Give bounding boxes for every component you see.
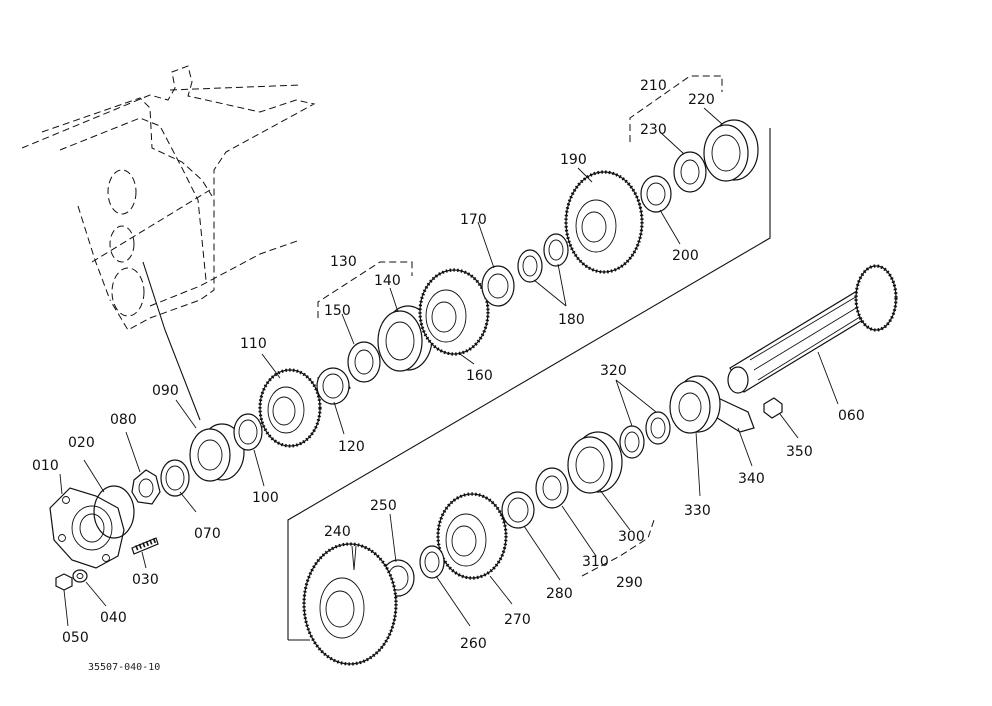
label-260: 260 — [460, 636, 487, 652]
label-290: 290 — [616, 575, 643, 591]
label-240: 240 — [324, 524, 351, 540]
label-300: 300 — [618, 529, 645, 545]
label-180: 180 — [558, 312, 585, 328]
label-230: 230 — [640, 122, 667, 138]
part-090-bearing — [189, 423, 245, 482]
label-080: 080 — [110, 412, 137, 428]
group-290-bracket — [581, 519, 655, 577]
label-020: 020 — [68, 435, 95, 451]
part-280-needle-bearing — [501, 491, 535, 529]
label-100: 100 — [252, 490, 279, 506]
part-140-ring — [377, 305, 433, 372]
part-100-collar — [233, 413, 263, 451]
group-130-bracket — [317, 261, 413, 318]
part-030-stud — [131, 537, 159, 555]
label-330: 330 — [684, 503, 711, 519]
label-040: 040 — [100, 610, 127, 626]
label-220: 220 — [688, 92, 715, 108]
part-040-washer — [72, 569, 88, 583]
label-200: 200 — [672, 248, 699, 264]
reference-code: 35507-040-10 — [88, 662, 160, 673]
label-310: 310 — [582, 554, 609, 570]
part-350-bolt — [763, 397, 783, 419]
group-210-bracket — [629, 75, 723, 142]
label-320: 320 — [600, 363, 627, 379]
label-050: 050 — [62, 630, 89, 646]
part-310-bearing — [535, 467, 569, 509]
part-020-o-ring — [93, 485, 135, 539]
label-350: 350 — [786, 444, 813, 460]
part-080-lock-nut — [131, 469, 161, 505]
part-labels: 010 020 030 040 050 060 070 080 090 100 … — [32, 78, 865, 652]
label-150: 150 — [324, 303, 351, 319]
part-220-ring — [703, 119, 759, 182]
part-170-needle-bearing — [481, 265, 515, 307]
part-160-gear — [418, 268, 490, 356]
label-250: 250 — [370, 498, 397, 514]
part-190-gear — [564, 170, 644, 274]
part-050-nut — [55, 573, 73, 591]
label-280: 280 — [546, 586, 573, 602]
part-330-bearing — [669, 375, 721, 434]
part-300-ring — [567, 431, 623, 494]
label-120: 120 — [338, 439, 365, 455]
leader-lines — [59, 107, 839, 627]
part-260-collar — [419, 545, 445, 579]
label-140: 140 — [374, 273, 401, 289]
housing-leader-line — [142, 261, 201, 421]
part-270-gear — [436, 492, 508, 580]
part-010-cover — [49, 487, 125, 569]
label-210: 210 — [640, 78, 667, 94]
label-110: 110 — [240, 336, 267, 352]
label-160: 160 — [466, 368, 493, 384]
label-070: 070 — [194, 526, 221, 542]
part-230-bearing — [673, 151, 707, 193]
label-010: 010 — [32, 458, 59, 474]
part-070-collar — [160, 459, 190, 497]
part-320-collars — [619, 411, 671, 459]
label-130: 130 — [330, 254, 357, 270]
assembly-bracket — [287, 128, 771, 640]
part-150-bearing — [347, 341, 381, 383]
label-030: 030 — [132, 572, 159, 588]
label-170: 170 — [460, 212, 487, 228]
part-110-gear — [258, 368, 322, 448]
part-120-needle-bearing — [316, 367, 351, 405]
part-240-gear — [302, 542, 398, 666]
label-090: 090 — [152, 383, 179, 399]
label-060: 060 — [838, 408, 865, 424]
transmission-housing — [21, 65, 316, 331]
part-060-main-shaft — [727, 264, 898, 394]
part-200-needle-bearing — [640, 175, 672, 213]
label-270: 270 — [504, 612, 531, 628]
label-190: 190 — [560, 152, 587, 168]
label-340: 340 — [738, 471, 765, 487]
part-180-collars — [517, 233, 569, 283]
